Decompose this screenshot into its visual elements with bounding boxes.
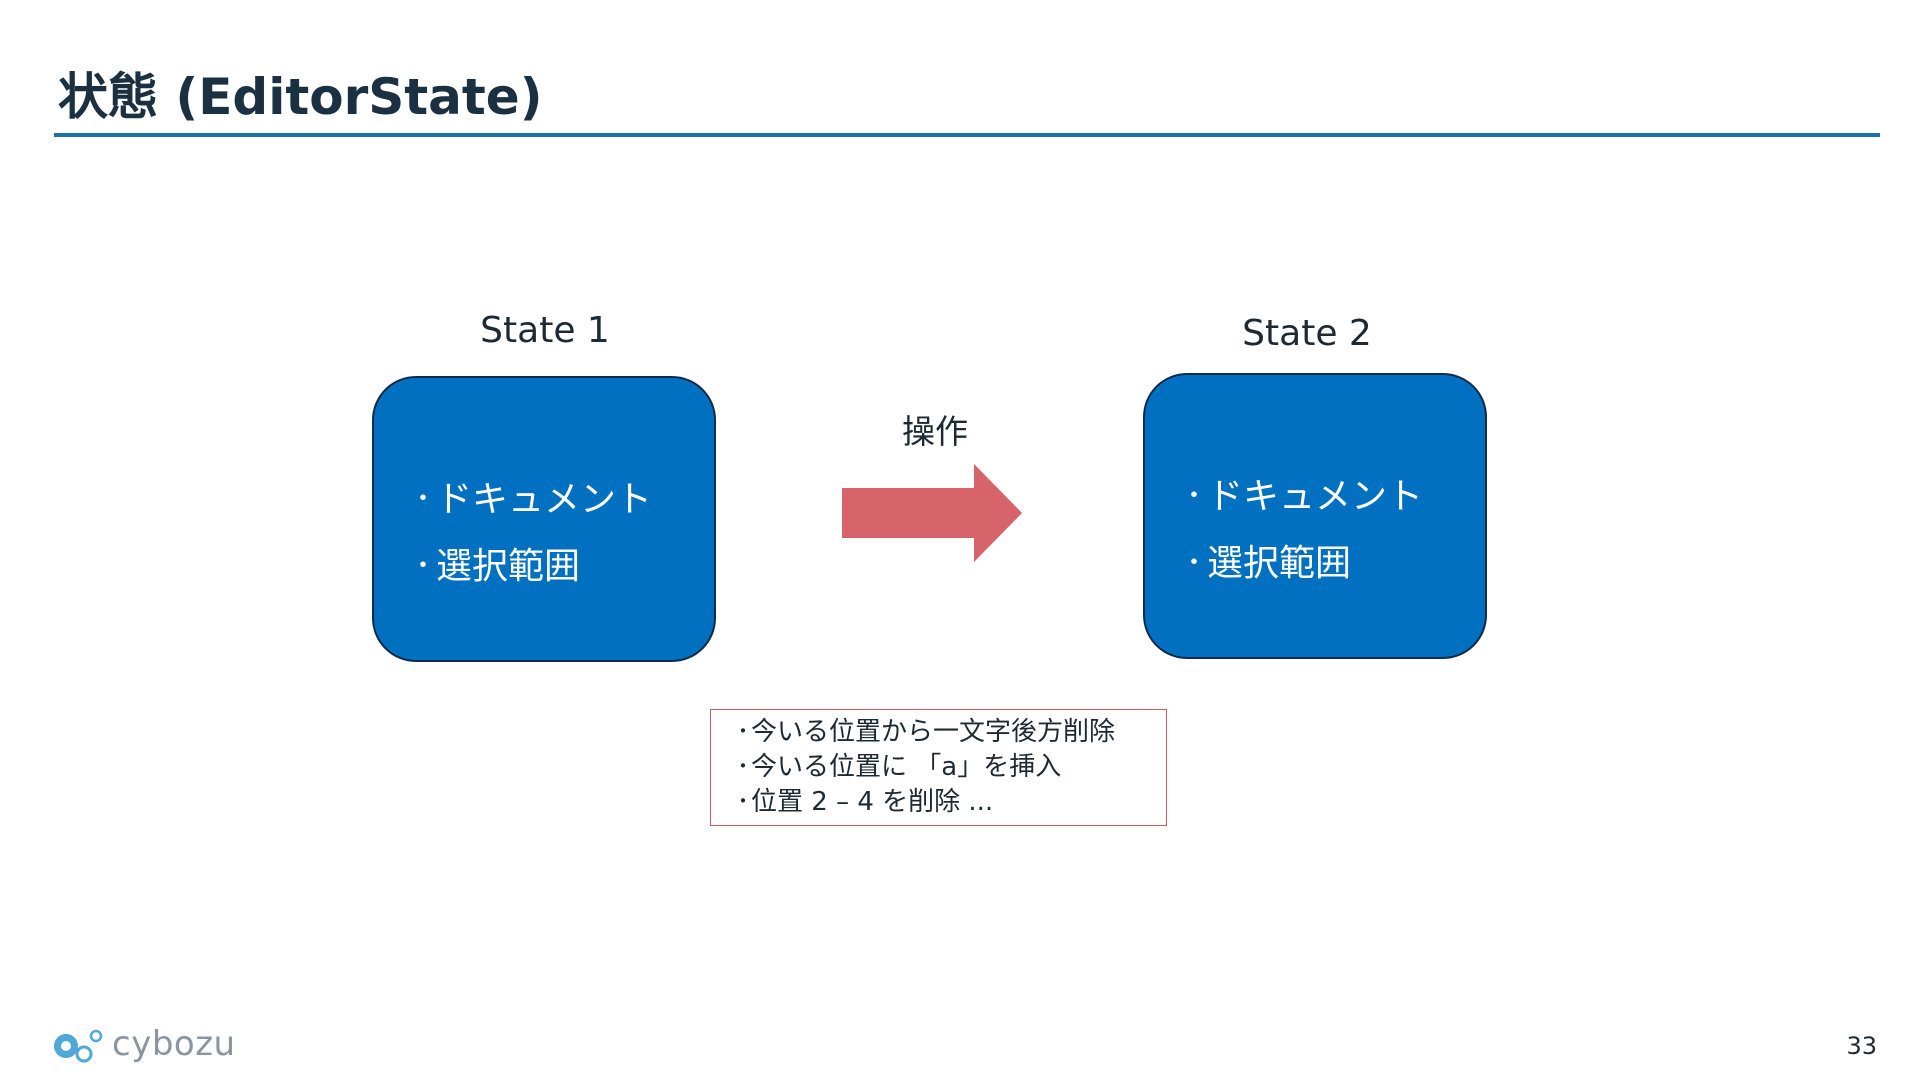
state-1-box: ・ドキュメント ・選択範囲 [372,376,716,662]
state-2-items: ・ドキュメント ・選択範囲 [1181,463,1423,597]
title-underline [54,133,1880,137]
operation-example: ・今いる位置に 「a」を挿入 [733,749,1166,784]
page-number: 33 [1846,1032,1877,1060]
operation-arrow-icon [842,464,1022,562]
state-1-item-document: ・ドキュメント [410,466,652,533]
operation-example-text: 今いる位置から一文字後方削除 [751,717,1116,747]
state-1-label: State 1 [480,310,610,351]
operation-example-text: 位置 2 – 4 を削除 ... [751,787,994,817]
bullet-marker: ・ [733,754,753,778]
bullet-marker: ・ [733,719,753,743]
bullet-marker: ・ [410,551,437,581]
operation-label: 操作 [902,412,968,451]
state-2-item-document: ・ドキュメント [1181,463,1423,530]
state-1-items: ・ドキュメント ・選択範囲 [410,466,652,600]
operation-examples-box: ・今いる位置から一文字後方削除 ・今いる位置に 「a」を挿入 ・位置 2 – 4… [710,709,1167,826]
state-2-box: ・ドキュメント ・選択範囲 [1143,373,1487,659]
operation-example: ・今いる位置から一文字後方削除 [733,714,1166,749]
state-2-label: State 2 [1242,313,1372,354]
state-1-item-selection-text: 選択範囲 [436,546,581,587]
state-2-item-document-text: ドキュメント [1207,476,1424,517]
state-2-item-selection-text: 選択範囲 [1207,543,1352,584]
state-1-item-selection: ・選択範囲 [410,533,652,600]
operation-example: ・位置 2 – 4 を削除 ... [733,784,1166,819]
bullet-marker: ・ [733,789,753,813]
slide-title: 状態 (EditorState) [58,68,543,126]
operation-example-text: 今いる位置に 「a」を挿入 [751,752,1062,782]
bullet-marker: ・ [1181,481,1208,511]
operation-examples-list: ・今いる位置から一文字後方削除 ・今いる位置に 「a」を挿入 ・位置 2 – 4… [711,710,1166,819]
cybozu-logo: cybozu [52,1024,236,1064]
state-2-item-selection: ・選択範囲 [1181,530,1423,597]
state-1-item-document-text: ドキュメント [436,479,653,520]
bullet-marker: ・ [410,484,437,514]
logo-wordmark: cybozu [112,1024,236,1064]
cybozu-logo-icon [54,1029,103,1063]
bullet-marker: ・ [1181,548,1208,578]
